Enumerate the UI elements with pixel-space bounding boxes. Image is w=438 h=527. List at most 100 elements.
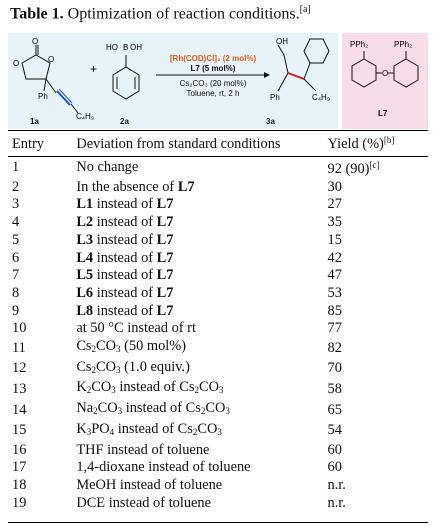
entry-cell: 8 [12,284,20,301]
ligand-loading: L7 (5 mol%) [190,64,236,73]
ligand-label: L7 [156,284,174,301]
header-yield-note: [b] [383,135,395,145]
ligand-label: L2 [76,214,94,231]
entry-cell: 7 [12,267,20,284]
deviation-text: CO [91,379,112,396]
deviation-text: CO [97,400,118,417]
yield-value: 30 [327,178,342,195]
entry-cell: 11 [12,339,26,356]
label-l7: L7 [378,109,388,118]
deviation-text: (50 mol%) [120,338,187,355]
deviation-cell: K3PO4 instead of Cs2CO3 [76,421,327,442]
deviation-cell: In the absence of L7 [76,179,327,197]
deviation-text: instead of Cs [114,420,193,437]
deviation-text: Na [76,400,94,417]
yield-value: 77 [327,320,342,337]
yield-cell: 53 [328,285,429,303]
label-1a: 1a [30,117,39,126]
entry-cell: 12 [12,360,27,377]
caption-label: Table 1. [10,5,64,23]
deviation-text: In the absence of [76,178,178,195]
deviation-text: instead of [93,302,157,319]
deviation-text: THF instead of toluene [76,441,210,458]
deviation-cell: L5 instead of L7 [76,267,327,285]
boronic-b: B [123,43,128,52]
subscript: 3 [117,406,123,417]
deviation-cell: at 50 °C instead of rt [76,320,327,338]
entry-cell: 14 [12,401,27,418]
entry-cell: 1 [12,159,20,175]
ph-product: Ph [270,93,280,102]
yield-value: 53 [327,284,342,301]
solvent-text: Toluene, rt, 2 h [186,89,240,98]
subscript: 2 [91,344,97,355]
yield-value: 82 [327,339,342,356]
deviation-text: Cs [76,358,92,375]
deviation-text: CO [96,358,117,375]
rule-header [8,156,428,157]
subscript: 2 [194,385,199,396]
subscript: 2 [93,406,98,417]
deviation-cell: L8 instead of L7 [76,303,327,321]
header-entry: Entry [12,135,44,152]
yield-cell: 70 [328,359,429,380]
subscript: 2 [192,426,198,437]
yield-cell: 35 [328,214,429,232]
yield-cell: 65 [328,400,429,421]
yield-cell: 15 [328,232,429,250]
entry-cell: 4 [12,214,20,231]
entry-cell: 17 [12,459,27,476]
yield-value: 92 (90) [327,161,370,177]
ligand-label: L1 [76,196,94,213]
subscript: 3 [116,364,121,375]
yield-cell: 77 [328,320,429,338]
yield-cell: n.r. [328,477,429,495]
entry-cell: 18 [12,476,27,493]
deviation-text: CO [198,379,219,396]
deviation-cell: No change [76,157,327,179]
pph2-right: PPh₂ [394,40,412,49]
compound-1a-structure [21,45,79,114]
rule-bottom [8,522,428,523]
optimization-table: Entry Deviation from standard conditions… [8,131,428,512]
deviation-text: instead of [93,231,157,248]
deviation-cell: L6 instead of L7 [76,285,327,303]
base-text: Cs₂CO₃ (20 mol%) [179,79,247,88]
deviation-cell: Cs2CO3 (1.0 equiv.) [76,359,327,380]
deviation-text: (1.0 equiv.) [120,358,190,375]
boronic-ho: HO [106,43,118,52]
yield-cell: 85 [328,303,429,321]
subscript: 2 [91,364,97,375]
yield-value: 47 [327,267,342,284]
deviation-cell: 1,4-dioxane instead of toluene [76,459,327,477]
yield-value: 58 [327,380,342,397]
deviation-text: Cs [76,338,92,355]
deviation-text: instead of [93,249,157,266]
subscript: 3 [116,344,121,355]
yield-value: 60 [327,441,342,458]
ligand-label: L7 [156,196,174,213]
catalyst-text: [Rh(COD)Cl]₂ (2 mol%) [169,54,257,63]
yield-note: [c] [369,160,380,170]
ph-label: Ph [38,92,48,101]
deviation-text: PO [91,420,110,437]
label-3a: 3a [266,117,275,126]
deviation-cell: THF instead of toluene [76,442,327,460]
deviation-text: at 50 °C instead of rt [76,320,196,337]
yield-cell: 54 [328,421,429,442]
ligand-label: L8 [76,302,94,319]
reaction-panel: O O O Ph C₄H₉ + HO B OH [8,33,338,129]
yield-value: 65 [327,401,342,418]
deviation-cell: L3 instead of L7 [76,232,327,250]
yield-value: n.r. [327,494,346,511]
deviation-text: K [76,420,87,437]
yield-value: 42 [327,249,342,266]
entry-cell: 9 [12,302,20,319]
deviation-text: instead of Cs [115,379,195,396]
